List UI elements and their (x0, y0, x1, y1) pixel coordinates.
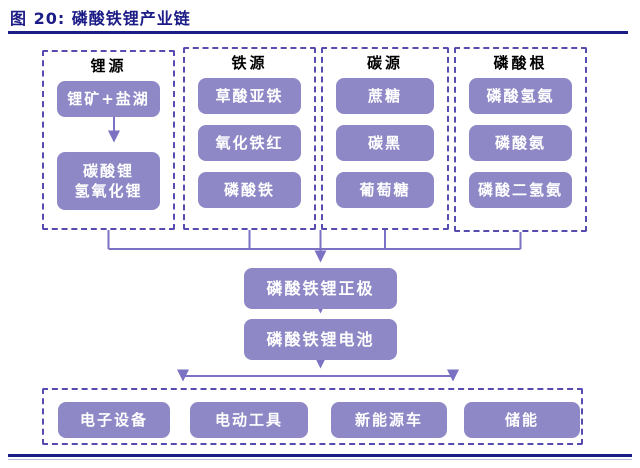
node-iron-oxide-red: 氧化铁红 (198, 125, 301, 161)
applications-container: 电子设备 电动工具 新能源车 储能 (42, 388, 583, 445)
node-lithium-carbonate-hydroxide: 碳酸锂 氢氧化锂 (57, 152, 160, 210)
column-lithium-source: 锂源 锂矿+盐湖 碳酸锂 氢氧化锂 (42, 50, 175, 230)
node-monoammonium-phosphate: 磷酸二氢氨 (469, 172, 572, 208)
column-header: 锂源 (90, 57, 127, 75)
node-iron-phosphate: 磷酸铁 (198, 172, 301, 208)
title-divider (8, 31, 628, 34)
node-power-tools: 电动工具 (190, 402, 308, 438)
bottom-divider (8, 454, 632, 457)
node-glucose: 葡萄糖 (336, 172, 434, 208)
column-header: 磷酸根 (493, 54, 548, 72)
column-phosphate-source: 磷酸根 磷酸氢氨 磷酸氨 磷酸二氢氨 (454, 47, 587, 232)
node-lfp-cathode: 磷酸铁锂正极 (244, 268, 397, 309)
node-lithium-ore-salt-lake: 锂矿+盐湖 (57, 81, 160, 117)
node-ferrous-oxalate: 草酸亚铁 (198, 78, 301, 114)
node-new-energy-vehicles: 新能源车 (331, 402, 447, 438)
node-ammonium-phosphate: 磷酸氨 (469, 125, 572, 161)
node-lfp-battery: 磷酸铁锂电池 (244, 319, 397, 360)
node-ammonium-hydrogen-phosphate: 磷酸氢氨 (469, 78, 572, 114)
bottom-divider-thin (8, 459, 632, 460)
node-energy-storage: 储能 (464, 402, 580, 438)
node-carbon-black: 碳黑 (336, 125, 434, 161)
figure-title: 图 20: 磷酸铁锂产业链 (10, 9, 191, 28)
column-carbon-source: 碳源 蔗糖 碳黑 葡萄糖 (321, 47, 449, 230)
column-header: 铁源 (231, 54, 268, 72)
column-iron-source: 铁源 草酸亚铁 氧化铁红 磷酸铁 (183, 47, 316, 230)
column-header: 碳源 (366, 54, 403, 72)
node-electronic-devices: 电子设备 (58, 402, 170, 438)
node-sucrose: 蔗糖 (336, 78, 434, 114)
